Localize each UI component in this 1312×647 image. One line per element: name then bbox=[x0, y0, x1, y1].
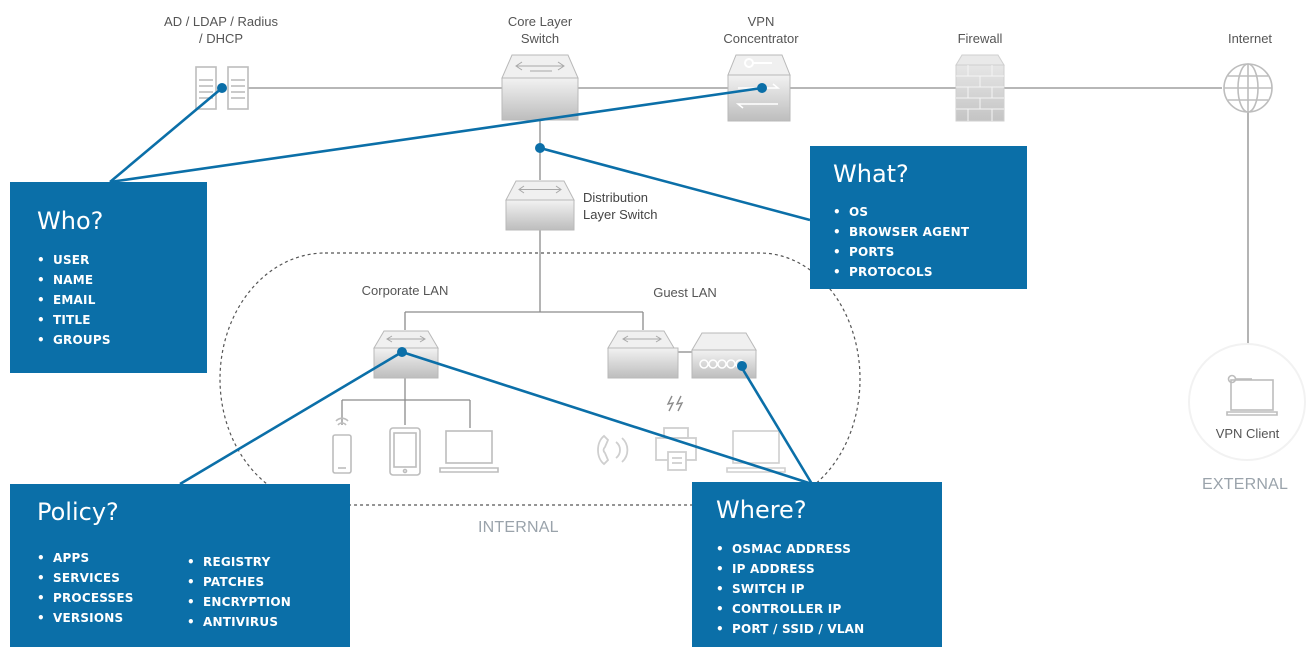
what-item: PROTOCOLS bbox=[833, 262, 1027, 282]
who-item: TITLE bbox=[37, 310, 207, 330]
firewall-label: Firewall bbox=[957, 31, 1003, 46]
connector-dots bbox=[217, 83, 767, 371]
what-item: OS bbox=[833, 202, 1027, 222]
switch-icon bbox=[501, 54, 579, 121]
distribution-switch-label: Distribution Layer Switch bbox=[583, 190, 658, 222]
what-title: What? bbox=[833, 160, 909, 188]
where-item: IP ADDRESS bbox=[716, 559, 942, 579]
vpn-client-bubble bbox=[1188, 343, 1306, 461]
vpn-concentrator-label: VPN Concentrator bbox=[723, 14, 799, 46]
internet-label: Internet bbox=[1227, 31, 1273, 46]
connector-lines bbox=[109, 86, 814, 486]
policy-box: Policy? APPS SERVICES PROCESSES VERSIONS… bbox=[10, 484, 350, 647]
policy-item: PROCESSES bbox=[37, 588, 187, 608]
where-title: Where? bbox=[716, 496, 807, 524]
wireless-controller-icon bbox=[691, 332, 757, 379]
who-title: Who? bbox=[37, 207, 104, 235]
who-list: USER NAME EMAIL TITLE GROUPS bbox=[37, 250, 207, 350]
what-item: PORTS bbox=[833, 242, 1027, 262]
internal-zone-label: INTERNAL bbox=[478, 519, 559, 536]
what-item: BROWSER AGENT bbox=[833, 222, 1027, 242]
tablet-icon bbox=[389, 427, 421, 476]
where-item: CONTROLLER IP bbox=[716, 599, 942, 619]
policy-list-right: REGISTRY PATCHES ENCRYPTION ANTIVIRUS bbox=[187, 552, 291, 632]
guest-lan-label: Guest LAN bbox=[653, 285, 717, 300]
policy-list-left: APPS SERVICES PROCESSES VERSIONS bbox=[37, 548, 187, 632]
who-item: NAME bbox=[37, 270, 207, 290]
policy-item: VERSIONS bbox=[37, 608, 187, 628]
what-box: What? OS BROWSER AGENT PORTS PROTOCOLS bbox=[810, 146, 1027, 289]
policy-item: ANTIVIRUS bbox=[187, 612, 291, 632]
vpn-concentrator-icon bbox=[727, 54, 791, 122]
policy-item: REGISTRY bbox=[187, 552, 291, 572]
laptop-icon bbox=[439, 430, 499, 473]
vpn-client-label: VPN Client bbox=[1215, 426, 1280, 441]
vpn-client-icon bbox=[1226, 374, 1278, 416]
firewall-icon bbox=[955, 54, 1005, 122]
who-box: Who? USER NAME EMAIL TITLE GROUPS bbox=[10, 182, 207, 373]
where-box: Where? OSMAC ADDRESS IP ADDRESS SWITCH I… bbox=[692, 482, 942, 647]
where-list: OSMAC ADDRESS IP ADDRESS SWITCH IP CONTR… bbox=[716, 539, 942, 639]
policy-item: PATCHES bbox=[187, 572, 291, 592]
core-switch-label: Core Layer Switch bbox=[507, 14, 573, 46]
globe-icon bbox=[1223, 63, 1273, 113]
external-zone-label: EXTERNAL bbox=[1202, 476, 1289, 493]
where-item: PORT / SSID / VLAN bbox=[716, 619, 942, 639]
who-item: USER bbox=[37, 250, 207, 270]
lightning-icon bbox=[666, 395, 684, 412]
switch-icon bbox=[607, 330, 679, 379]
phone-wifi-icon bbox=[597, 434, 629, 466]
ad-ldap-label: AD / LDAP / Radius / DHCP bbox=[164, 14, 278, 46]
policy-title: Policy? bbox=[37, 498, 119, 526]
policy-item: ENCRYPTION bbox=[187, 592, 291, 612]
switch-icon bbox=[505, 180, 575, 231]
where-item: OSMAC ADDRESS bbox=[716, 539, 942, 559]
policy-item: SERVICES bbox=[37, 568, 187, 588]
what-list: OS BROWSER AGENT PORTS PROTOCOLS bbox=[833, 202, 1027, 282]
mobile-wifi-icon bbox=[332, 417, 352, 474]
printer-icon bbox=[655, 427, 697, 471]
server-icon bbox=[195, 66, 249, 110]
where-item: SWITCH IP bbox=[716, 579, 942, 599]
policy-item: APPS bbox=[37, 548, 187, 568]
who-item: GROUPS bbox=[37, 330, 207, 350]
corporate-lan-label: Corporate LAN bbox=[361, 283, 449, 298]
who-item: EMAIL bbox=[37, 290, 207, 310]
internal-zone-boundary bbox=[219, 252, 861, 506]
